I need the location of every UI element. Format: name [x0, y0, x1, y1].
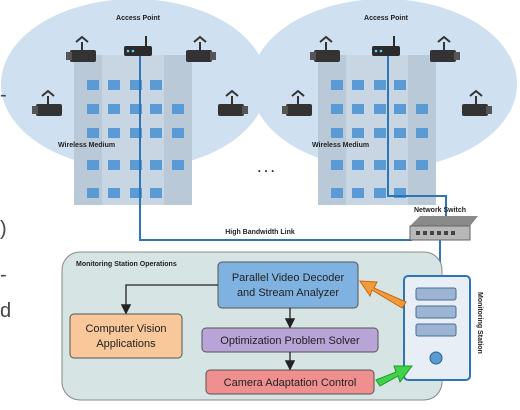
camera-icon: [66, 35, 96, 62]
camera-icon: [462, 89, 492, 116]
decoder-box: [217, 261, 359, 309]
side-fragment: d: [0, 300, 12, 322]
network-switch-label: Network Switch: [414, 207, 466, 214]
monitoring-station-label: Monitoring Station: [476, 292, 483, 354]
access-point-icon: [372, 36, 400, 56]
cv-line2: Applications: [96, 338, 156, 350]
green-arrow: [375, 365, 413, 387]
solver-text: Optimization Problem Solver: [220, 335, 360, 347]
left-building: [74, 55, 192, 205]
ellipsis: . . .: [258, 161, 275, 175]
side-fragment: -: [0, 84, 7, 106]
camera-icon: [32, 89, 62, 116]
decoder-line1: Parallel Video Decoder: [232, 272, 345, 284]
server-icon: [403, 275, 471, 381]
network-switch-icon: [409, 216, 478, 241]
decoder-line2: and Stream Analyzer: [237, 287, 339, 299]
side-fragment: ): [0, 218, 7, 240]
camera-icon: [218, 89, 248, 116]
orange-arrow: [359, 280, 407, 309]
access-point-label-left: Access Point: [116, 15, 161, 22]
camera-icon: [282, 89, 312, 116]
camera-icon: [310, 35, 340, 62]
right-building: [318, 55, 436, 205]
side-fragment: -: [0, 264, 7, 286]
access-point-label-right: Access Point: [364, 15, 409, 22]
wireless-medium-label-right: Wireless Medium: [312, 142, 369, 149]
camera-icon: [186, 35, 216, 62]
access-point-icon: [124, 36, 152, 56]
flow-arrows: [120, 284, 296, 371]
link-label: High Bandwidth Link: [225, 229, 295, 236]
high-bandwidth-link: [139, 56, 447, 241]
camera-icon: [430, 35, 460, 62]
station-title: Monitoring Station Operations: [76, 261, 177, 268]
cv-box: [69, 313, 183, 359]
cv-line1: Computer Vision: [85, 323, 166, 335]
camera-text: Camera Adaptation Control: [224, 377, 357, 389]
wireless-medium-label-left: Wireless Medium: [58, 142, 115, 149]
